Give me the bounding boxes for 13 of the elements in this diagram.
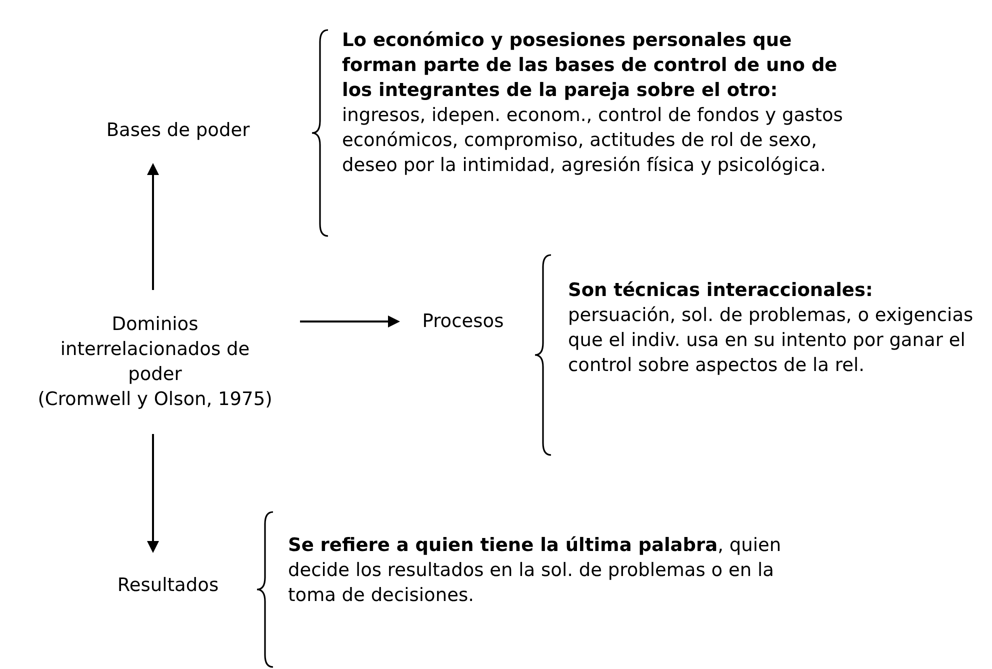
citation-text: (Cromwell y Olson, 1975)	[36, 388, 274, 412]
description-heading: Son técnicas interaccionales:	[568, 279, 874, 303]
description-heading: Lo económico y posesiones personales que forman parte de las bases de control de uno de los integrantes de la pareja sobre el otro:	[342, 29, 838, 103]
arrow	[147, 163, 159, 290]
description-text: ingresos, idepen. econom., control de fondos y gastos económicos, compromiso, actitudes de rol de sexo, deseo por la intimidad, agresión física y psicológica.	[342, 104, 844, 178]
node-label: Procesos	[408, 309, 518, 334]
arrow	[147, 434, 159, 553]
node-label: Bases de poder	[103, 118, 253, 143]
description-text: persuación, sol. de problemas, o exigencias que el indiv. usa en su intento por ganar el control sobre aspectos de la rel.	[568, 304, 974, 378]
node-label: Dominios interrelacionados de poder	[60, 313, 250, 387]
description-text: Se refiere a quien tiene la última palabra, quien decide los resultados en la sol. de problemas o en la toma de decisiones.	[288, 534, 782, 608]
arrow	[300, 316, 400, 328]
node-label: Resultados	[108, 573, 228, 598]
